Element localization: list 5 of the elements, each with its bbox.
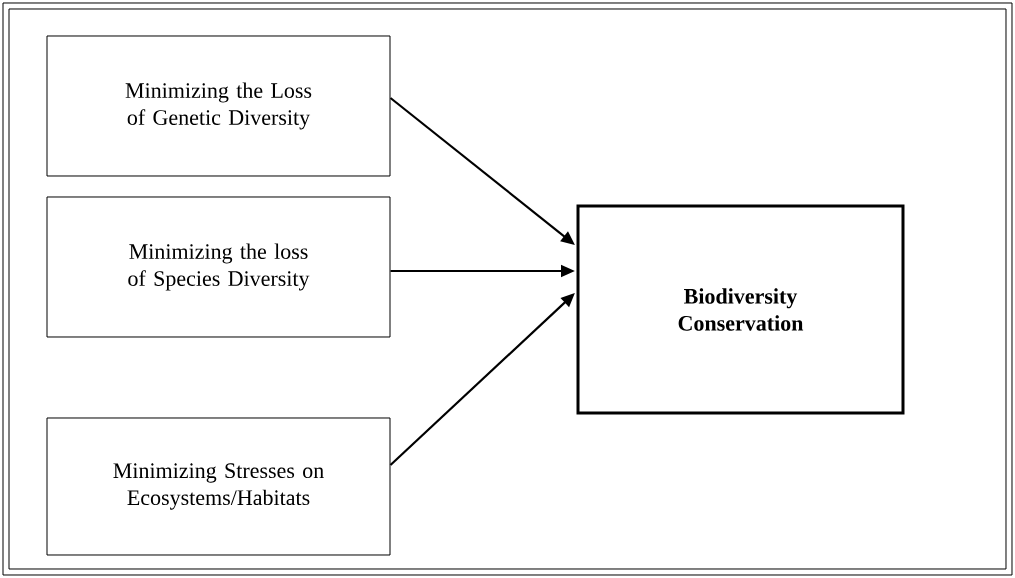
arrow (389, 293, 575, 466)
factor-box: Minimizing the loss of Species Diversity (46, 196, 391, 338)
factor-box: Minimizing the Loss of Genetic Diversity (46, 35, 391, 177)
target-box: Biodiversity Conservation (576, 204, 905, 415)
factor-box: Minimizing Stresses on Ecosystems/Habitats (46, 417, 391, 556)
